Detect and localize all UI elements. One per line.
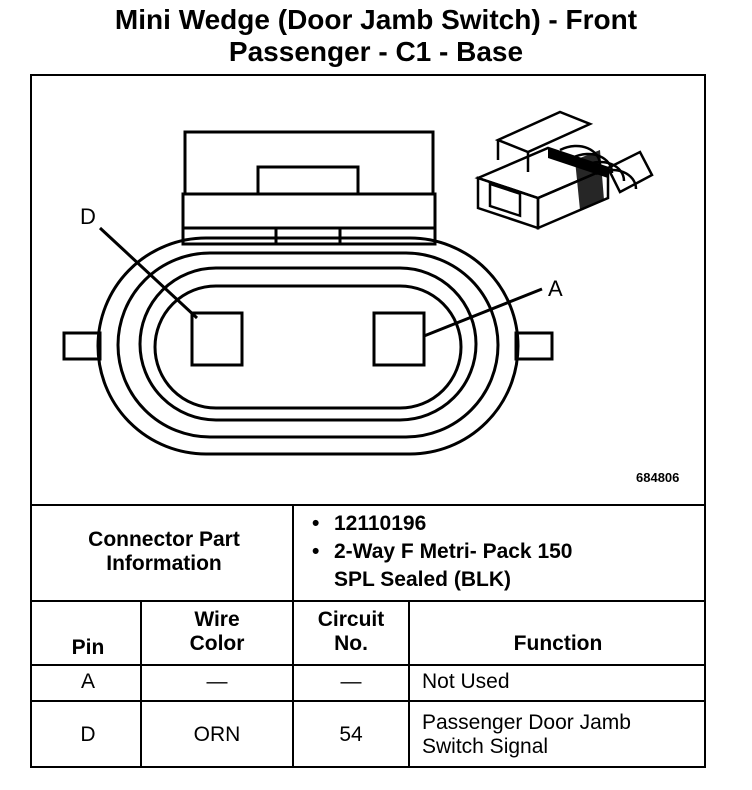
left-tab [62,331,102,361]
row-a-circuit: — [340,670,362,693]
connector-info-label-line1: Connector Part [88,528,240,551]
connector-seal-text: SPL Sealed (BLK) [334,568,511,591]
header-circuit-line2: No. [334,632,368,655]
row-d-function-line2: Switch Signal [422,735,549,758]
header-wire-color: Wire Color [142,600,292,664]
header-circuit-line1: Circuit [317,608,385,631]
header-function: Function [513,632,603,655]
connector-table: Connector Part Information 12110196 2-Wa… [30,504,706,768]
row-a-pin: A [80,670,95,693]
right-tab [514,331,554,361]
connector-info-values: 12110196 2-Way F Metri- Pack 150 SPL Sea… [294,504,706,600]
connector-part-number: 12110196 [306,510,573,538]
connector-info-label-line2: Information [106,552,222,575]
title-line-2: Passenger - C1 - Base [228,36,524,67]
terminal-d [190,311,244,367]
seal-ring [116,251,500,439]
connector-type: 2-Way F Metri- Pack 150 [306,538,573,566]
pin-label-d: D [80,204,96,229]
header-wire-line2: Color [189,632,245,655]
connector-3d-icon [474,110,654,230]
header-wire-line1: Wire [194,608,240,631]
terminal-a [372,311,426,367]
row-a-function: Not Used [422,670,510,693]
housing-middle [181,192,437,246]
housing-latch [256,165,360,196]
leader-d [98,226,199,320]
connector-seal: SPL Sealed (BLK) [306,566,573,594]
housing-top [183,130,435,196]
cavity-wall [153,284,463,410]
header-pin: Pin [71,636,105,659]
row-d-pin: D [80,723,96,746]
title-line-1: Mini Wedge (Door Jamb Switch) - Front [114,4,638,35]
connector-info-label: Connector Part Information [36,504,292,600]
page-title: Mini Wedge (Door Jamb Switch) - Front Pa… [0,4,752,68]
leader-a [423,287,543,338]
diagram-frame [30,74,706,768]
figure-number: 684806 [636,470,680,485]
inner-seal [138,266,478,422]
row-d-wire: ORN [193,723,241,746]
row-d-function-line1: Passenger Door Jamb [422,711,631,734]
header-circuit: Circuit No. [294,600,408,664]
row-a-wire: — [206,670,228,693]
row-d-function: Passenger Door Jamb Switch Signal [410,702,706,768]
pin-label-a: A [548,276,563,301]
outer-seal [96,236,520,456]
row-d-circuit: 54 [339,723,363,746]
connector-drawing [62,110,654,456]
